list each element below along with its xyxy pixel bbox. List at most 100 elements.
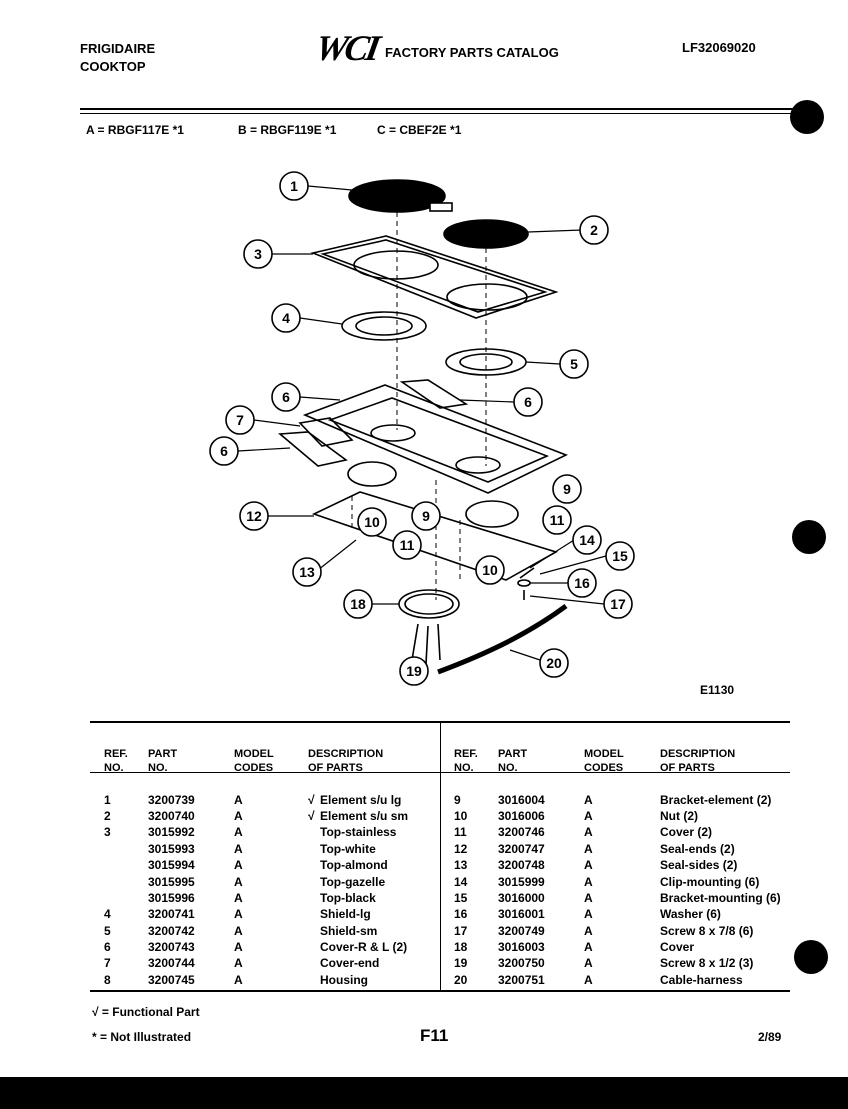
description-text: Top-black: [320, 890, 376, 905]
ref-cell: [104, 857, 148, 873]
description-cell: Shield-sm: [308, 923, 438, 939]
model-code-cell: A: [234, 858, 243, 873]
svg-text:6: 6: [282, 389, 290, 405]
catalog-header: WCI FACTORY PARTS CATALOG: [312, 28, 558, 68]
model-code-cell: A: [234, 972, 243, 987]
bottom-cover-inner: [404, 593, 454, 615]
svg-text:9: 9: [563, 481, 571, 497]
model-code-cell: A: [584, 808, 593, 823]
ref-cell: 11: [454, 825, 467, 840]
functional-check-mark: √: [308, 808, 315, 823]
callout-13: 13: [292, 557, 322, 587]
description-cell: Housing: [308, 972, 438, 988]
element-large-terminal: [429, 202, 453, 212]
description-cell: Bracket-mounting (6): [660, 890, 800, 906]
shield-small-shape: [445, 348, 527, 376]
washer-16: [517, 579, 531, 587]
model-code-cell: A: [234, 825, 243, 840]
revision-date: 2/89: [758, 1030, 782, 1044]
part-number-cell: 3200746: [498, 825, 545, 840]
description-cell: Clip-mounting (6): [660, 873, 800, 889]
callout-10-left: 10: [357, 507, 387, 537]
part-number-cell: 3200750: [498, 956, 545, 971]
description-text: Bracket-element (2): [660, 792, 772, 807]
brand-block: FRIGIDAIRE COOKTOP: [80, 40, 155, 76]
product-type: COOKTOP: [80, 59, 146, 74]
description-text: Top-gazelle: [320, 874, 386, 889]
housing-shape: [302, 384, 568, 494]
functional-part-note: √ = Functional Part: [92, 1005, 200, 1019]
header-ref: REF.NO.: [104, 748, 128, 774]
cover-end-shape: [298, 417, 354, 447]
description-cell: Screw 8 x 1/2 (3): [660, 955, 800, 971]
callout-7: 7: [225, 405, 255, 435]
table-row: 9 3016004 A Bracket-element (2): [454, 791, 800, 807]
svg-text:3: 3: [254, 246, 262, 262]
ref-cell: 19: [454, 956, 468, 971]
housing-inner: [327, 397, 550, 483]
callout-17: 17: [603, 589, 633, 619]
description-cell: Cover-end: [308, 955, 438, 971]
ref-cell: 7: [104, 956, 111, 971]
screw-19a: [411, 623, 419, 661]
callout-11-left: 11: [392, 530, 422, 560]
part-number-cell: 3200742: [148, 923, 195, 938]
model-c: C = CBEF2E *1: [377, 123, 462, 137]
callout-2: 2: [579, 215, 609, 245]
description-cell: Top-white: [308, 841, 438, 857]
model-code-cell: A: [234, 923, 243, 938]
part-number-cell: 3200740: [148, 808, 195, 823]
scan-edge-bar: [0, 1077, 848, 1109]
part-number-cell: 3016003: [498, 940, 545, 955]
model-code-cell: A: [234, 808, 243, 823]
svg-text:14: 14: [579, 532, 595, 548]
description-cell: Seal-ends (2): [660, 841, 800, 857]
callout-3: 3: [243, 239, 273, 269]
callout-12: 12: [239, 501, 269, 531]
svg-text:20: 20: [546, 655, 562, 671]
model-code-cell: A: [584, 792, 593, 807]
shield-large-inner: [355, 316, 413, 336]
ref-cell: 9: [454, 792, 461, 807]
part-number-cell: 3200751: [498, 972, 545, 987]
ref-cell: 4: [104, 907, 111, 922]
top-hole-large: [353, 250, 439, 280]
description-text: Housing: [320, 972, 368, 987]
svg-text:11: 11: [400, 537, 415, 553]
housing-well-left: [370, 424, 416, 442]
description-cell: Cable-harness: [660, 972, 800, 988]
part-number-cell: 3016004: [498, 792, 545, 807]
ref-cell: 17: [454, 923, 468, 938]
description-text: Seal-sides (2): [660, 858, 738, 873]
binder-hole-bottom: [794, 940, 828, 974]
page-code: F11: [420, 1026, 449, 1045]
top-hole-small: [446, 283, 528, 311]
callout-9-left: 9: [411, 501, 441, 531]
description-cell: Seal-sides (2): [660, 857, 800, 873]
callout-11-right: 11: [542, 505, 572, 535]
callout-19: 19: [399, 656, 429, 686]
model-code-cell: A: [234, 940, 243, 955]
model-code-cell: A: [584, 956, 593, 971]
functional-check-mark: √: [308, 792, 315, 807]
cover-right-shape: [399, 379, 469, 409]
callout-6-right: 6: [513, 387, 543, 417]
description-text: Top-stainless: [320, 825, 397, 840]
svg-text:18: 18: [350, 596, 366, 612]
description-text: Element s/u sm: [320, 808, 409, 823]
table-column-divider: [440, 722, 441, 990]
table-row: 19 3200750 A Screw 8 x 1/2 (3): [454, 955, 800, 971]
